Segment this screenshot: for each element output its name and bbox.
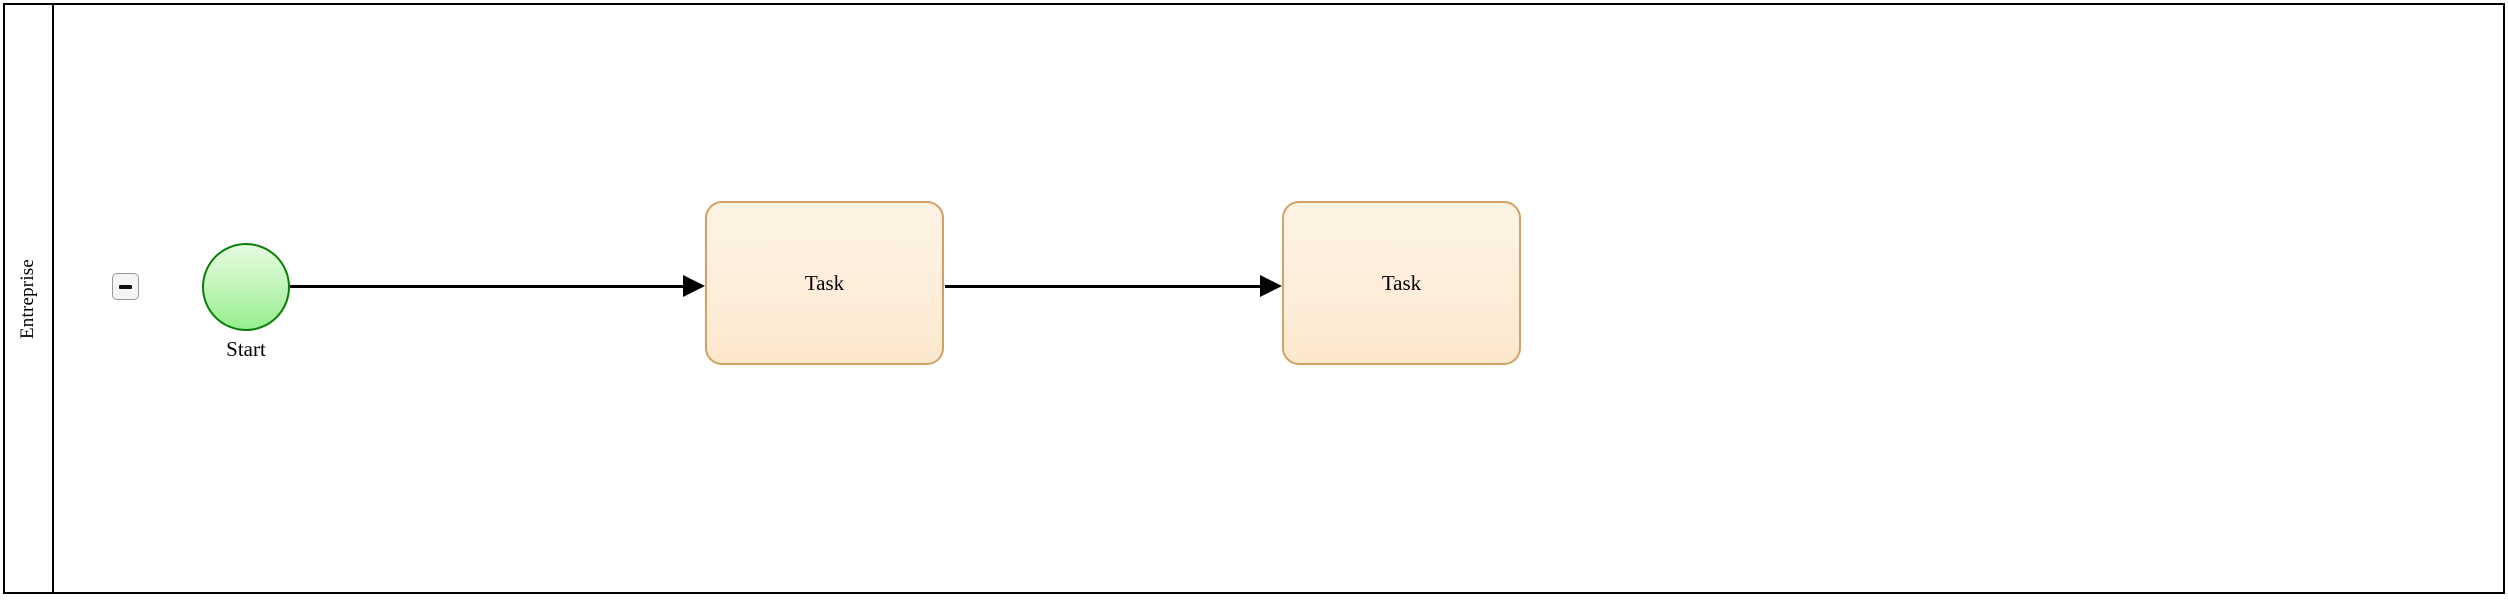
sequence-flow-task1-to-task2[interactable]: [945, 285, 1261, 288]
task-node-2[interactable]: Task: [1282, 201, 1521, 365]
sequence-flow-start-to-task1[interactable]: [290, 285, 684, 288]
pool-collapse-button[interactable]: [112, 273, 139, 300]
pool-header-label: Entreprise: [17, 258, 39, 339]
start-event-node[interactable]: [202, 243, 290, 331]
minus-icon: [119, 284, 132, 289]
pool-header[interactable]: Entreprise: [5, 5, 54, 592]
task-label: Task: [1381, 270, 1422, 295]
task-label: Task: [804, 270, 845, 295]
start-event-label: Start: [226, 337, 266, 361]
pool-body: Start Task Task: [54, 5, 2503, 592]
task-node-1[interactable]: Task: [705, 201, 944, 365]
start-event-circle-icon: [202, 243, 290, 331]
arrowhead-icon: [1260, 275, 1282, 297]
arrowhead-icon: [683, 275, 705, 297]
pool-entreprise[interactable]: Entreprise Start Task Task: [3, 3, 2505, 594]
